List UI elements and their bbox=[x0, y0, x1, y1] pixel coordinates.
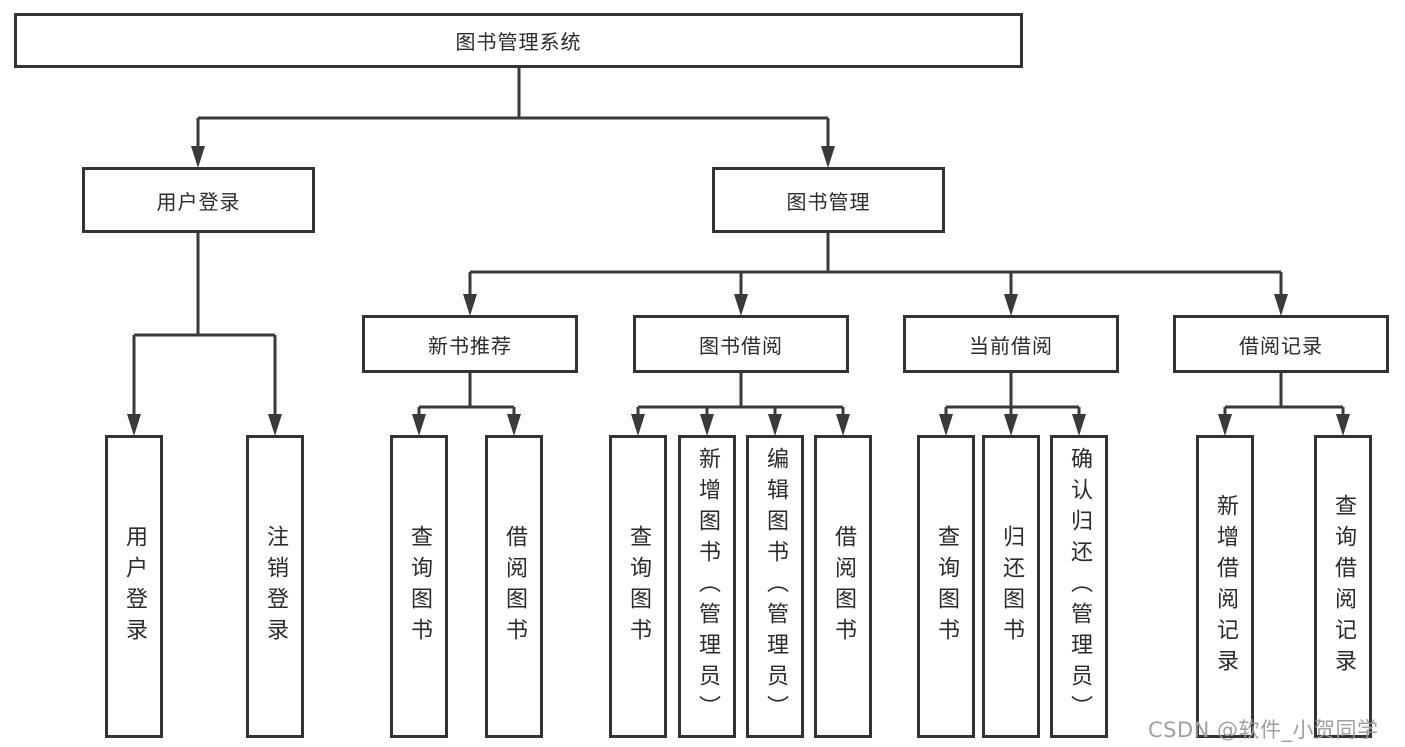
node-borrow-records: 借阅记录 bbox=[1173, 315, 1389, 373]
csdn-watermark: CSDN @软件_小贺同学 bbox=[1148, 718, 1379, 742]
leaf-bb-query-books: 查询图书 bbox=[609, 435, 667, 738]
node-user-login: 用户登录 bbox=[82, 167, 315, 233]
leaf-bb-add-books-admin: 新增图书（管理员） bbox=[678, 435, 736, 738]
node-library-management-system: 图书管理系统 bbox=[14, 13, 1023, 68]
leaf-bb-edit-books-admin: 编辑图书（管理员） bbox=[746, 435, 804, 738]
leaf-nbr-borrow-books: 借阅图书 bbox=[485, 435, 543, 738]
leaf-user-login: 用户登录 bbox=[105, 435, 163, 738]
node-new-book-recommend: 新书推荐 bbox=[362, 315, 578, 373]
node-book-borrow: 图书借阅 bbox=[633, 315, 849, 373]
node-current-borrow: 当前借阅 bbox=[903, 315, 1119, 373]
leaf-bb-borrow-books: 借阅图书 bbox=[814, 435, 872, 738]
leaf-br-query-borrow-record: 查询借阅记录 bbox=[1314, 435, 1372, 738]
leaf-cb-return-books: 归还图书 bbox=[982, 435, 1040, 738]
leaf-br-add-borrow-record: 新增借阅记录 bbox=[1196, 435, 1254, 738]
leaf-nbr-query-books: 查询图书 bbox=[390, 435, 448, 738]
leaf-cb-confirm-return-admin: 确认归还（管理员） bbox=[1050, 435, 1108, 738]
node-book-management: 图书管理 bbox=[712, 167, 945, 233]
leaf-cb-query-books: 查询图书 bbox=[917, 435, 975, 738]
leaf-logout-login: 注销登录 bbox=[246, 435, 304, 738]
